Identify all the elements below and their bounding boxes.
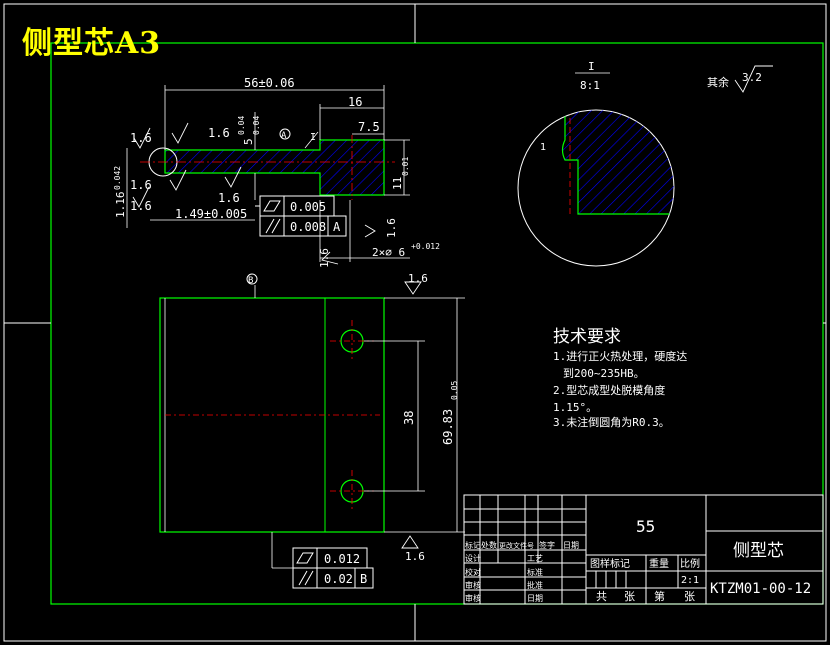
detail-marker: I [310, 132, 316, 143]
tech-req-item-3: 2.型芯成型处脱模角度 [553, 383, 665, 397]
tech-req-item-4: 1.15°。 [553, 401, 597, 414]
tol-parallel-value: 0.008 [290, 220, 326, 234]
drawing-frame [50, 42, 824, 605]
tol-b-parallel-value: 0.02 [324, 572, 353, 586]
title-role-standard: 标准 [527, 567, 543, 577]
title-role-review: 审核 [465, 580, 481, 590]
roughness-1: 1.6 [130, 131, 152, 145]
dim-overall-width: 56±0.06 [244, 76, 295, 90]
dim-thickness-11-tol: 0.01 [401, 157, 410, 176]
tolerance-frame-b [292, 547, 374, 589]
sheet-border [3, 3, 827, 642]
title-header-sign: 签字 [539, 540, 555, 550]
tech-req-heading: 技术要求 [553, 327, 621, 347]
title-role-process: 工艺 [527, 554, 543, 563]
technical-requirements: 技术要求 1.进行正火热处理，硬度达 到200~235HB。 2.型芯成型处脱模… [553, 327, 687, 429]
roughness-2: 1.6 [208, 126, 230, 140]
parallelism-icon [298, 570, 314, 586]
title-sheets-unit-2: 张 [684, 590, 695, 603]
tech-req-item-1: 1.进行正火热处理，硬度达 [553, 349, 687, 363]
dim-thickness-5: 5 [242, 138, 255, 145]
datum-b-circle [246, 273, 258, 285]
roughness-bottom-icon [401, 535, 419, 549]
title-role-design: 设计 [465, 553, 481, 563]
dim-7-5: 7.5 [358, 120, 380, 134]
title-header-file: 更改文件号 [499, 541, 534, 550]
title-header-count: 处数 [481, 540, 497, 550]
tol-b-parallel-datum: B [360, 572, 367, 586]
dim-diameter-6: 2×∅ 6 [372, 246, 405, 259]
parallelism-icon [265, 218, 281, 234]
dim-left-1-16-tol: 0.042 [113, 166, 122, 190]
title-header-mark: 标记 [465, 540, 481, 550]
dim-69-tol: 0.05 [450, 381, 459, 400]
sheet-title: 侧型芯A3 [22, 26, 162, 61]
tol-parallel-datum: A [333, 220, 341, 234]
dim-left-1-16: 1.16 [114, 192, 127, 219]
roughness-top-icon [404, 281, 422, 295]
title-mid-weight: 重量 [649, 557, 669, 570]
title-role-approve: 批准 [527, 580, 543, 590]
title-block [463, 494, 824, 605]
general-roughness-value: 3.2 [742, 71, 762, 84]
tolerance-frame-a [255, 195, 347, 237]
title-sheets-total: 共 [596, 590, 607, 603]
dim-thickness-11: 11 [391, 177, 404, 190]
title-role-date: 日期 [527, 594, 543, 603]
dim-diameter-6-tol: +0.012 [411, 242, 440, 251]
general-roughness-label: 其余 [707, 75, 729, 89]
title-role-check: 校对 [465, 567, 481, 577]
title-part-name: 侧型芯 [733, 541, 784, 561]
section-hatch [164, 139, 385, 196]
flatness-icon [296, 552, 314, 564]
title-role-review-2: 审核 [465, 593, 481, 603]
title-mid-marking: 图样标记 [590, 557, 630, 570]
dim-1-49: 1.49±0.005 [175, 207, 247, 221]
roughness-3: 1.6 [218, 191, 240, 205]
detail-view: 1 I 8:1 [517, 60, 675, 267]
tech-req-item-2: 到200~235HB。 [563, 367, 645, 380]
tol-b-flatness-value: 0.012 [324, 552, 360, 566]
dim-thickness-5-tol-dn: 0.04 [252, 116, 261, 135]
datum-b-label: B [248, 276, 253, 286]
roughness-6: 1.6 [385, 218, 398, 238]
top-view: 38 69.83 0.05 B 1.6 1.6 0.012 0.02 B [159, 272, 465, 589]
datum-a-circle [279, 128, 291, 140]
detail-hatch [561, 110, 674, 215]
title-drawing-number: KTZM01-00-12 [710, 581, 811, 597]
general-roughness-icon [734, 65, 773, 93]
roughness-top: 1.6 [408, 272, 428, 285]
tol-flatness-value: 0.005 [290, 200, 326, 214]
dim-69: 69.83 [441, 409, 455, 445]
title-scale-value: 2:1 [681, 575, 699, 586]
detail-label-top: I [588, 60, 595, 73]
dim-thickness-5-tol-up: 0.04 [237, 116, 246, 135]
title-header-date: 日期 [563, 541, 579, 550]
flatness-icon [263, 200, 281, 212]
roughness-4: 1.6 [130, 178, 152, 192]
roughness-5: 1.6 [130, 199, 152, 213]
detail-label-scale: 8:1 [580, 79, 600, 92]
section-view: 56±0.06 16 7.5 5 0.04 0.04 11 0.01 1.16 … [113, 76, 440, 268]
roughness-bottom: 1.6 [405, 550, 425, 563]
title-sheets-unit-1: 张 [624, 590, 635, 603]
title-sheets-index: 第 [654, 589, 665, 603]
dim-16: 16 [348, 95, 362, 109]
centering-marks [4, 4, 826, 641]
title-mid-scale: 比例 [680, 557, 700, 570]
title-material: 55 [636, 517, 655, 536]
datum-a-label: A [281, 131, 287, 141]
roughness-7: 1.6 [318, 248, 331, 268]
tech-req-item-5: 3.未注倒圆角为R0.3。 [553, 415, 670, 429]
dim-38: 38 [402, 411, 416, 425]
detail-radius-marker: 1 [540, 142, 546, 153]
